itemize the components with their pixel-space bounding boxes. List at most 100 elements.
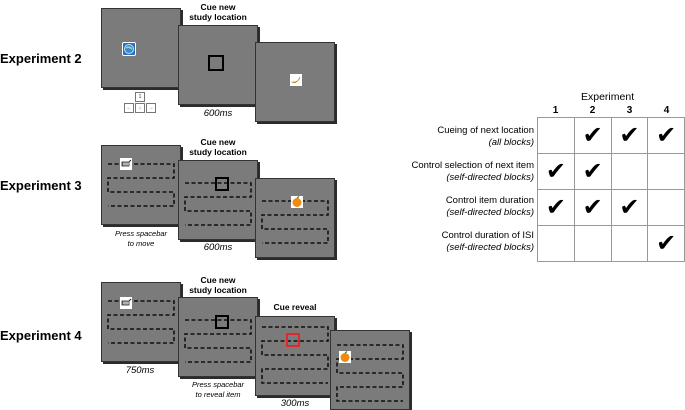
check-icon: ✔ <box>545 193 566 221</box>
check-icon: ✔ <box>545 157 566 185</box>
row-3-title: Control item duration <box>445 195 534 206</box>
globe-icon <box>122 42 136 56</box>
exp3-path-3 <box>261 200 329 244</box>
exp2-panel-study-item <box>101 8 181 88</box>
row-1-label: Cueing of next location (all blocks) <box>437 125 534 149</box>
exp4-note-line1: Press spacebar <box>191 380 245 389</box>
exp3-panel-study-item <box>101 145 181 225</box>
table-header: Experiment <box>581 91 635 103</box>
experiment-4-label: Experiment 4 <box>0 328 82 343</box>
exp4-path-2 <box>184 319 252 363</box>
table-row: ✔ <box>537 225 685 262</box>
column-4: 4 <box>663 105 670 116</box>
row-4-label: Control duration of ISI (self-directed b… <box>442 230 534 254</box>
experiment-3-label: Experiment 3 <box>0 178 82 193</box>
key-right-arrow: → <box>146 103 156 113</box>
feature-table: ✔✔✔✔✔✔✔✔✔ <box>537 117 685 262</box>
exp2-cue-line1: Cue new <box>200 2 236 12</box>
exp3-path-2 <box>184 182 252 226</box>
exp4-path-4 <box>336 344 404 402</box>
exp4-panel-cue <box>178 297 258 377</box>
exp4-panel-next-item <box>330 330 410 410</box>
orange-icon <box>339 351 351 363</box>
table-cell: ✔ <box>647 225 685 262</box>
exp4-duration-2: 300ms <box>280 398 310 409</box>
table-row: ✔ ✔ ✔ <box>537 189 685 226</box>
exp4-cue-line1: Cue new <box>200 275 236 285</box>
column-1: 1 <box>552 105 559 116</box>
zebra-icon <box>120 297 132 309</box>
table-cell <box>610 225 649 262</box>
exp4-cue-line2: study location <box>189 285 247 295</box>
cue-square <box>215 315 229 329</box>
exp2-panel-cue <box>178 25 258 105</box>
check-icon: ✔ <box>619 121 640 149</box>
exp4-panel-study-item <box>101 282 181 362</box>
table-cell <box>610 153 649 190</box>
table-cell <box>537 117 575 154</box>
table-cell: ✔ <box>537 153 575 190</box>
column-2: 2 <box>589 105 596 116</box>
row-2-title: Control selection of next item <box>411 160 534 171</box>
row-3-sub: (self-directed blocks) <box>446 207 534 218</box>
check-icon: ✔ <box>582 193 603 221</box>
table-cell: ✔ <box>537 189 575 226</box>
exp3-note-line2: to move <box>127 238 155 248</box>
check-icon: ✔ <box>582 157 603 185</box>
table-row: ✔✔ <box>537 153 685 190</box>
exp3-panel-cue <box>178 160 258 240</box>
row-2-label: Control selection of next item (self-dir… <box>411 160 534 184</box>
exp4-note: Press spacebar to reveal item <box>177 380 259 399</box>
check-icon: ✔ <box>619 193 640 221</box>
exp4-cue-reveal-label: Cue reveal <box>273 302 317 312</box>
table-row: ✔ ✔ ✔ <box>537 117 685 154</box>
experiment-2-label: Experiment 2 <box>0 51 82 66</box>
exp3-note-line1: Press spacebar <box>114 229 168 238</box>
table-cell: ✔ <box>573 189 612 226</box>
table-cell <box>537 225 575 262</box>
exp3-cue-line1: Cue new <box>200 137 236 147</box>
table-cell: ✔ <box>610 189 649 226</box>
cue-square <box>215 177 229 191</box>
check-icon: ✔ <box>656 229 677 257</box>
table-cell: ✔ <box>573 153 612 190</box>
key-left-arrow: ← <box>124 103 134 113</box>
exp4-duration-1: 750ms <box>125 365 155 376</box>
cue-square <box>208 55 224 71</box>
exp4-path-3 <box>261 326 329 384</box>
exp2-cue-line2: study location <box>189 12 247 22</box>
check-icon: ✔ <box>656 121 677 149</box>
check-icon: ✔ <box>582 121 603 149</box>
exp3-panel-next-item <box>255 178 335 258</box>
exp2-cue-label: Cue new study location <box>178 2 258 22</box>
exp4-path-1 <box>107 300 175 344</box>
exp3-cue-line2: study location <box>189 147 247 157</box>
exp3-note: Press spacebar to move <box>100 229 182 248</box>
exp4-note-line2: to reveal item <box>195 389 241 399</box>
table-cell <box>573 225 612 262</box>
exp3-cue-label: Cue new study location <box>178 137 258 157</box>
table-cell: ✔ <box>573 117 612 154</box>
orange-icon <box>291 196 303 208</box>
exp3-duration: 600ms <box>203 242 233 253</box>
row-4-title: Control duration of ISI <box>441 230 534 241</box>
row-2-sub: (self-directed blocks) <box>446 172 534 183</box>
row-1-sub: (all blocks) <box>488 137 534 148</box>
exp3-path-1 <box>107 163 175 207</box>
table-cell: ✔ <box>647 117 685 154</box>
banana-icon <box>290 74 302 86</box>
exp4-panel-reveal <box>255 316 335 396</box>
column-3: 3 <box>626 105 633 116</box>
key-down-arrow: ↓ <box>135 103 145 113</box>
row-1-title: Cueing of next location <box>437 125 534 136</box>
zebra-icon <box>120 158 132 170</box>
key-1: 1 <box>135 92 145 102</box>
row-4-sub: (self-directed blocks) <box>446 242 534 253</box>
reveal-square <box>286 333 300 347</box>
table-cell: ✔ <box>610 117 649 154</box>
exp4-cue-label: Cue new study location <box>178 275 258 295</box>
exp2-duration: 600ms <box>203 108 233 119</box>
exp2-panel-next-item <box>255 42 335 122</box>
table-cell <box>647 189 685 226</box>
table-cell <box>647 153 685 190</box>
